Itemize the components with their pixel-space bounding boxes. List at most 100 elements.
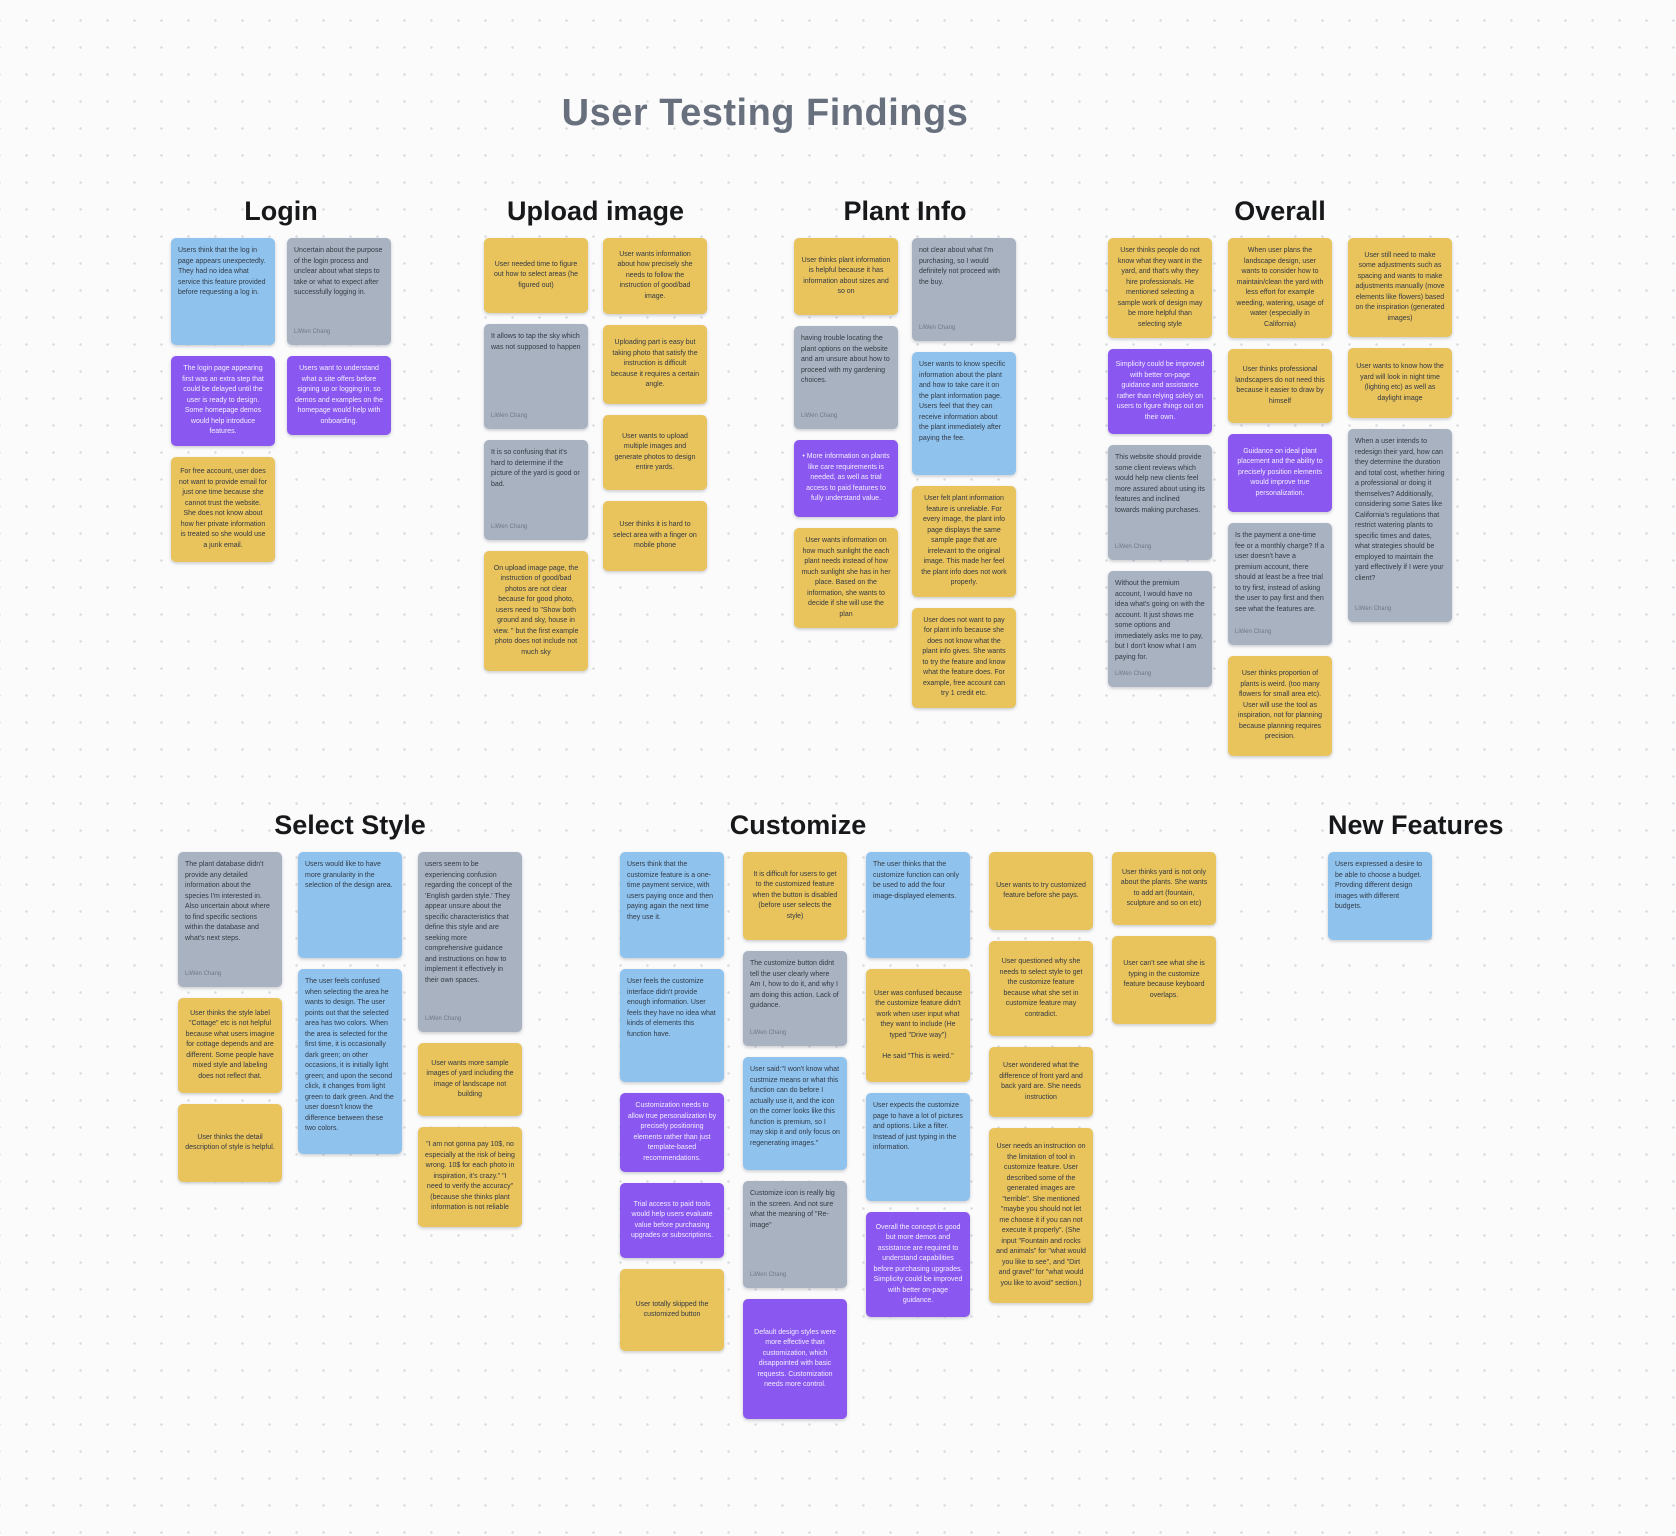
sticky-note[interactable]: User was confused because the customize … <box>866 969 970 1083</box>
note-column: The user thinks that the customize funct… <box>866 852 970 1328</box>
sticky-note[interactable]: Users want to understand what a site off… <box>287 356 391 436</box>
sticky-note-text: The login page appearing first was an ex… <box>182 365 264 436</box>
sticky-note-text: User needs an instruction on the limitat… <box>996 1143 1086 1287</box>
sticky-note-text: User wants information on how much sunli… <box>801 537 891 618</box>
sticky-note[interactable]: User wants to know specific information … <box>912 352 1016 476</box>
sticky-note[interactable]: On upload image page, the instruction of… <box>484 551 588 672</box>
section-title-plant-info[interactable]: Plant Info <box>843 196 967 226</box>
sticky-note-text: It allows to tap the sky which was not s… <box>491 333 581 351</box>
sticky-note[interactable]: User needed time to figure out how to se… <box>484 238 588 314</box>
sticky-note[interactable]: User can't see what she is typing in the… <box>1112 936 1216 1025</box>
sticky-note-text: On upload image page, the instruction of… <box>493 564 579 656</box>
sticky-note-text: not clear about what I'm purchasing, so … <box>919 247 1000 286</box>
sticky-note[interactable]: Users think that the log in page appears… <box>171 238 275 346</box>
sticky-note[interactable]: The user feels confused when selecting t… <box>298 969 402 1155</box>
sticky-note-text: When a user intends to redesign their ya… <box>1355 438 1445 582</box>
sticky-note[interactable]: User thinks plant information is helpful… <box>794 238 898 316</box>
sticky-note[interactable]: Users expressed a desire to be able to c… <box>1328 852 1432 941</box>
sticky-note[interactable]: Without the premium account, I would hav… <box>1108 571 1212 688</box>
note-column: When user plans the landscape design, us… <box>1228 238 1332 767</box>
sticky-note[interactable]: Users think that the customize feature i… <box>620 852 724 959</box>
section-title-customize[interactable]: Customize <box>729 810 867 840</box>
sticky-note[interactable]: not clear about what I'm purchasing, so … <box>912 238 1016 342</box>
section-title-login[interactable]: Login <box>244 196 318 226</box>
note-columns: Users think that the log in page appears… <box>171 238 391 573</box>
section-title-new-features[interactable]: New Features <box>1328 810 1504 840</box>
sticky-note[interactable]: User thinks it is hard to select area wi… <box>603 501 707 572</box>
sticky-note[interactable]: When a user intends to redesign their ya… <box>1348 429 1452 623</box>
sticky-note[interactable]: User thinks professional landscapers do … <box>1228 349 1332 424</box>
sticky-note[interactable]: User still need to make some adjustments… <box>1348 238 1452 338</box>
note-author-label: LiWen Chang <box>919 325 956 332</box>
note-column: Users expressed a desire to be able to c… <box>1328 852 1432 951</box>
sticky-note[interactable]: User thinks proportion of plants is weir… <box>1228 656 1332 757</box>
sticky-note[interactable]: Uncertain about the purpose of the login… <box>287 238 391 346</box>
sticky-note[interactable]: User does not want to pay for plant info… <box>912 607 1016 708</box>
sticky-note[interactable]: The plant database didn't provide any de… <box>178 852 282 988</box>
sticky-note[interactable]: User expects the customize page to have … <box>866 1093 970 1202</box>
sticky-note[interactable]: Customize icon is really big in the scre… <box>743 1181 847 1289</box>
sticky-note[interactable]: User thinks the style label "Cottage" et… <box>178 998 282 1094</box>
sticky-note[interactable]: Customization needs to allow true person… <box>620 1093 724 1173</box>
note-author-label: LiWen Chang <box>1235 629 1272 636</box>
sticky-note[interactable]: User felt plant information feature is u… <box>912 486 1016 597</box>
note-author-label: LiWen Chang <box>750 1272 787 1279</box>
sticky-note[interactable]: Uploading part is easy but taking photo … <box>603 325 707 405</box>
section-title-select-style[interactable]: Select Style <box>274 810 426 840</box>
sticky-note[interactable]: having trouble locating the plant option… <box>794 326 898 430</box>
sticky-note-text: • More information on plants like care r… <box>802 453 890 503</box>
sticky-note[interactable]: Default design styles were more effectiv… <box>743 1299 847 1420</box>
sticky-note[interactable]: User said:"I won't know what custmize me… <box>743 1057 847 1171</box>
sticky-note[interactable]: User thinks the detail description of st… <box>178 1104 282 1183</box>
sticky-note[interactable]: Trial access to paid tools would help us… <box>620 1183 724 1259</box>
sticky-note-text: User feels the customize interface didn'… <box>627 978 716 1038</box>
sticky-note[interactable]: User wants to know how the yard will loo… <box>1348 348 1452 419</box>
sticky-note-text: This website should provide some client … <box>1115 454 1205 514</box>
sticky-note[interactable]: "I am not gonna pay 10$, no especially a… <box>418 1127 522 1228</box>
sticky-note[interactable]: User totally skipped the customized butt… <box>620 1269 724 1352</box>
note-column: It is difficult for users to get to the … <box>743 852 847 1430</box>
note-columns: User thinks people do not know what they… <box>1108 238 1452 767</box>
note-author-label: LiWen Chang <box>1355 606 1392 613</box>
sticky-note[interactable]: Overall the concept is good but more dem… <box>866 1212 970 1318</box>
board-title[interactable]: User Testing Findings <box>561 92 969 134</box>
sticky-note[interactable]: Is the payment a one-time fee or a month… <box>1228 523 1332 646</box>
sticky-note[interactable]: User thinks yard is not only about the p… <box>1112 852 1216 926</box>
sticky-note[interactable]: The login page appearing first was an ex… <box>171 356 275 446</box>
sticky-note[interactable]: Guidance on ideal plant placement and th… <box>1228 434 1332 513</box>
sticky-note[interactable]: User wants to try customized feature bef… <box>989 852 1093 931</box>
sticky-note[interactable]: This website should provide some client … <box>1108 445 1212 561</box>
sticky-note-text: User felt plant information feature is u… <box>921 495 1007 587</box>
note-columns: User needed time to figure out how to se… <box>484 238 707 682</box>
sticky-note[interactable]: User needs an instruction on the limitat… <box>989 1128 1093 1304</box>
sticky-note[interactable]: When user plans the landscape design, us… <box>1228 238 1332 339</box>
sticky-note[interactable]: It is difficult for users to get to the … <box>743 852 847 941</box>
sticky-note[interactable]: User wants information on how much sunli… <box>794 528 898 629</box>
sticky-note[interactable]: It allows to tap the sky which was not s… <box>484 324 588 430</box>
sticky-note[interactable]: users seem to be experiencing confusion … <box>418 852 522 1033</box>
sticky-note[interactable]: User wants information about how precise… <box>603 238 707 315</box>
sticky-note[interactable]: For free account, user does not want to … <box>171 456 275 562</box>
sticky-note[interactable]: • More information on plants like care r… <box>794 440 898 518</box>
sticky-note[interactable]: User feels the customize interface didn'… <box>620 969 724 1083</box>
note-author-label: LiWen Chang <box>491 524 528 531</box>
sticky-note[interactable]: It is so confusing that it's hard to det… <box>484 440 588 541</box>
sticky-note[interactable]: The user thinks that the customize funct… <box>866 852 970 959</box>
sticky-note[interactable]: User wondered what the difference of fro… <box>989 1047 1093 1118</box>
sticky-note[interactable]: User questioned why she needs to select … <box>989 941 1093 1037</box>
sticky-note[interactable]: User wants more sample images of yard in… <box>418 1043 522 1117</box>
sticky-note[interactable]: Users would like to have more granularit… <box>298 852 402 959</box>
sticky-note[interactable]: User thinks people do not know what they… <box>1108 238 1212 339</box>
sticky-note[interactable]: The customize button didnt tell the user… <box>743 951 847 1047</box>
sticky-note[interactable]: User wants to upload multiple images and… <box>603 415 707 491</box>
sticky-note[interactable]: Simplicity could be improved with better… <box>1108 349 1212 435</box>
note-column: The plant database didn't provide any de… <box>178 852 282 1193</box>
section-title-overall[interactable]: Overall <box>1234 196 1326 226</box>
note-author-label: LiWen Chang <box>801 413 838 420</box>
sticky-note-text: User thinks proportion of plants is weir… <box>1237 670 1323 741</box>
sticky-note-text: Users want to understand what a site off… <box>295 365 383 425</box>
sticky-note-text: Users would like to have more granularit… <box>305 861 393 890</box>
section-title-upload-image[interactable]: Upload image <box>506 196 685 226</box>
